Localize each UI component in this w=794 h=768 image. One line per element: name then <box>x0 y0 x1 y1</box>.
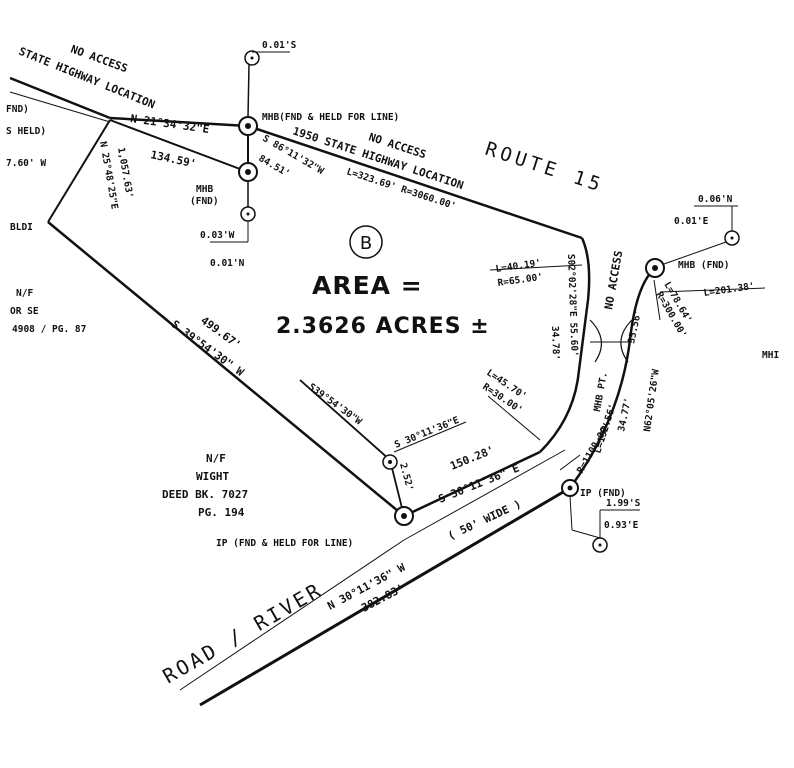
highway-row-lines <box>9 76 249 128</box>
dist-n21: 134.59' <box>149 148 197 170</box>
parcel-boundary <box>47 119 656 518</box>
left-bearing: 7.60' W <box>6 158 46 169</box>
offset-199s: 1.99'S <box>606 498 641 509</box>
road-lines <box>179 449 571 707</box>
ip-held-label: IP (FND & HELD FOR LINE) <box>216 538 353 549</box>
area-value: 2.3626 ACRES ± <box>276 314 490 339</box>
neighbor-owner: WIGHT <box>196 470 229 483</box>
l-20138: L=201.38' <box>703 281 756 299</box>
left-nf: N/F <box>16 288 33 299</box>
dist-3438: 34.77' <box>616 397 634 433</box>
offset-001e: 0.01'E <box>674 216 709 227</box>
ip-fnd-label: IP (FND) <box>580 488 626 499</box>
vert-chord: S02°02'28"E 55.60' <box>565 254 580 357</box>
road-river-label: ROAD / RIVER <box>159 577 327 688</box>
left-bldi: BLDI <box>10 222 33 233</box>
parcel-id-circle <box>349 225 383 259</box>
mhb-held-label: MHB(FND & HELD FOR LINE) <box>262 112 399 123</box>
mhb-fnd-right-label: MHB (FND) <box>678 260 729 271</box>
road-width-note: ( 50' WIDE ) <box>446 497 524 542</box>
vert-chord2: 34.78' <box>549 326 561 361</box>
left-name: OR SE <box>10 306 39 317</box>
curve-ticks <box>487 264 766 471</box>
bearing-s39-short: S39°54'30"W <box>306 382 364 428</box>
parcel-id: B <box>360 233 372 254</box>
mhb-fnd-left-1: MHB <box>196 184 213 195</box>
offset-001n: 0.01'N <box>210 258 245 269</box>
offset-093e: 0.93'E <box>604 520 639 531</box>
right-mhb: MHI <box>762 350 779 361</box>
dist-150: 150.28' <box>448 443 496 472</box>
neighbor-page: PG. 194 <box>198 506 245 519</box>
west-vert-dist: 1,057.63' <box>115 147 135 200</box>
left-deed: 4908 / PG. 87 <box>12 324 86 335</box>
bearing-n62: N62°05'26"W <box>642 368 662 432</box>
route-15-label: ROUTE 15 <box>482 138 606 197</box>
area-label: AREA = <box>312 271 423 300</box>
neighbor-deed: DEED BK. 7027 <box>162 488 248 501</box>
offset-003w: 0.03'W <box>200 230 235 241</box>
mhb-fnd-left-2: (FND) <box>190 196 219 207</box>
neighbor-nf: N/F <box>206 452 226 465</box>
offset-006n: 0.06'N <box>698 194 733 205</box>
left-held: S HELD) <box>6 126 46 137</box>
left-fnd: FND) <box>6 104 29 115</box>
dist-355: 35.56' <box>626 309 644 345</box>
offset-001s: 0.01'S <box>262 40 297 51</box>
dist-small: 2.52' <box>397 462 415 492</box>
curve-top-r: R=65.00' <box>497 272 544 289</box>
bearing-s30-short: S 30°11'36"E <box>393 415 461 451</box>
monuments <box>210 50 740 553</box>
no-access-right: NO ACCESS <box>602 250 625 311</box>
